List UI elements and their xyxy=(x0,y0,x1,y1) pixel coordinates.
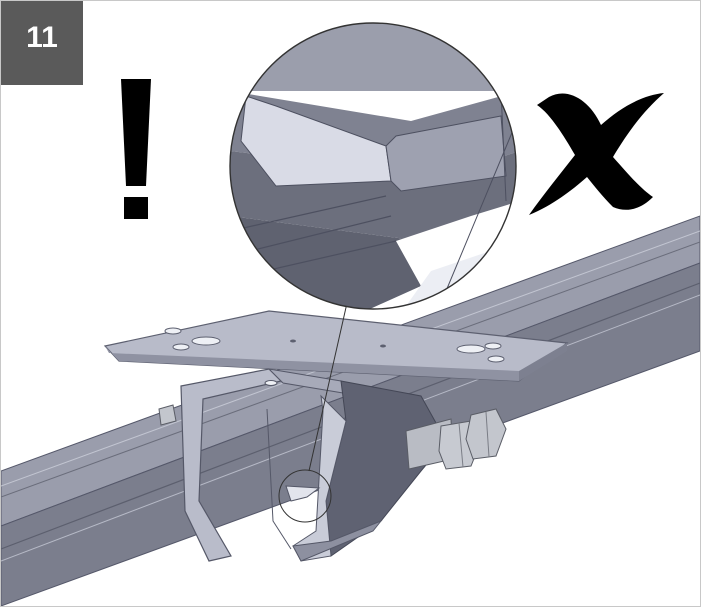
mounting-plate xyxy=(103,310,569,382)
exclamation-mark-icon xyxy=(121,79,151,219)
step-number-badge: 11 xyxy=(1,1,83,85)
detail-leader-line xyxy=(308,302,348,472)
bolt-right xyxy=(465,408,507,460)
step-number: 11 xyxy=(26,21,58,54)
magnified-detail xyxy=(229,22,517,310)
magnifier-ring xyxy=(229,22,517,310)
bolt-hidden xyxy=(158,404,177,426)
detail-circle xyxy=(278,469,332,523)
u-bracket xyxy=(180,368,447,562)
cross-mark-icon xyxy=(529,93,664,215)
